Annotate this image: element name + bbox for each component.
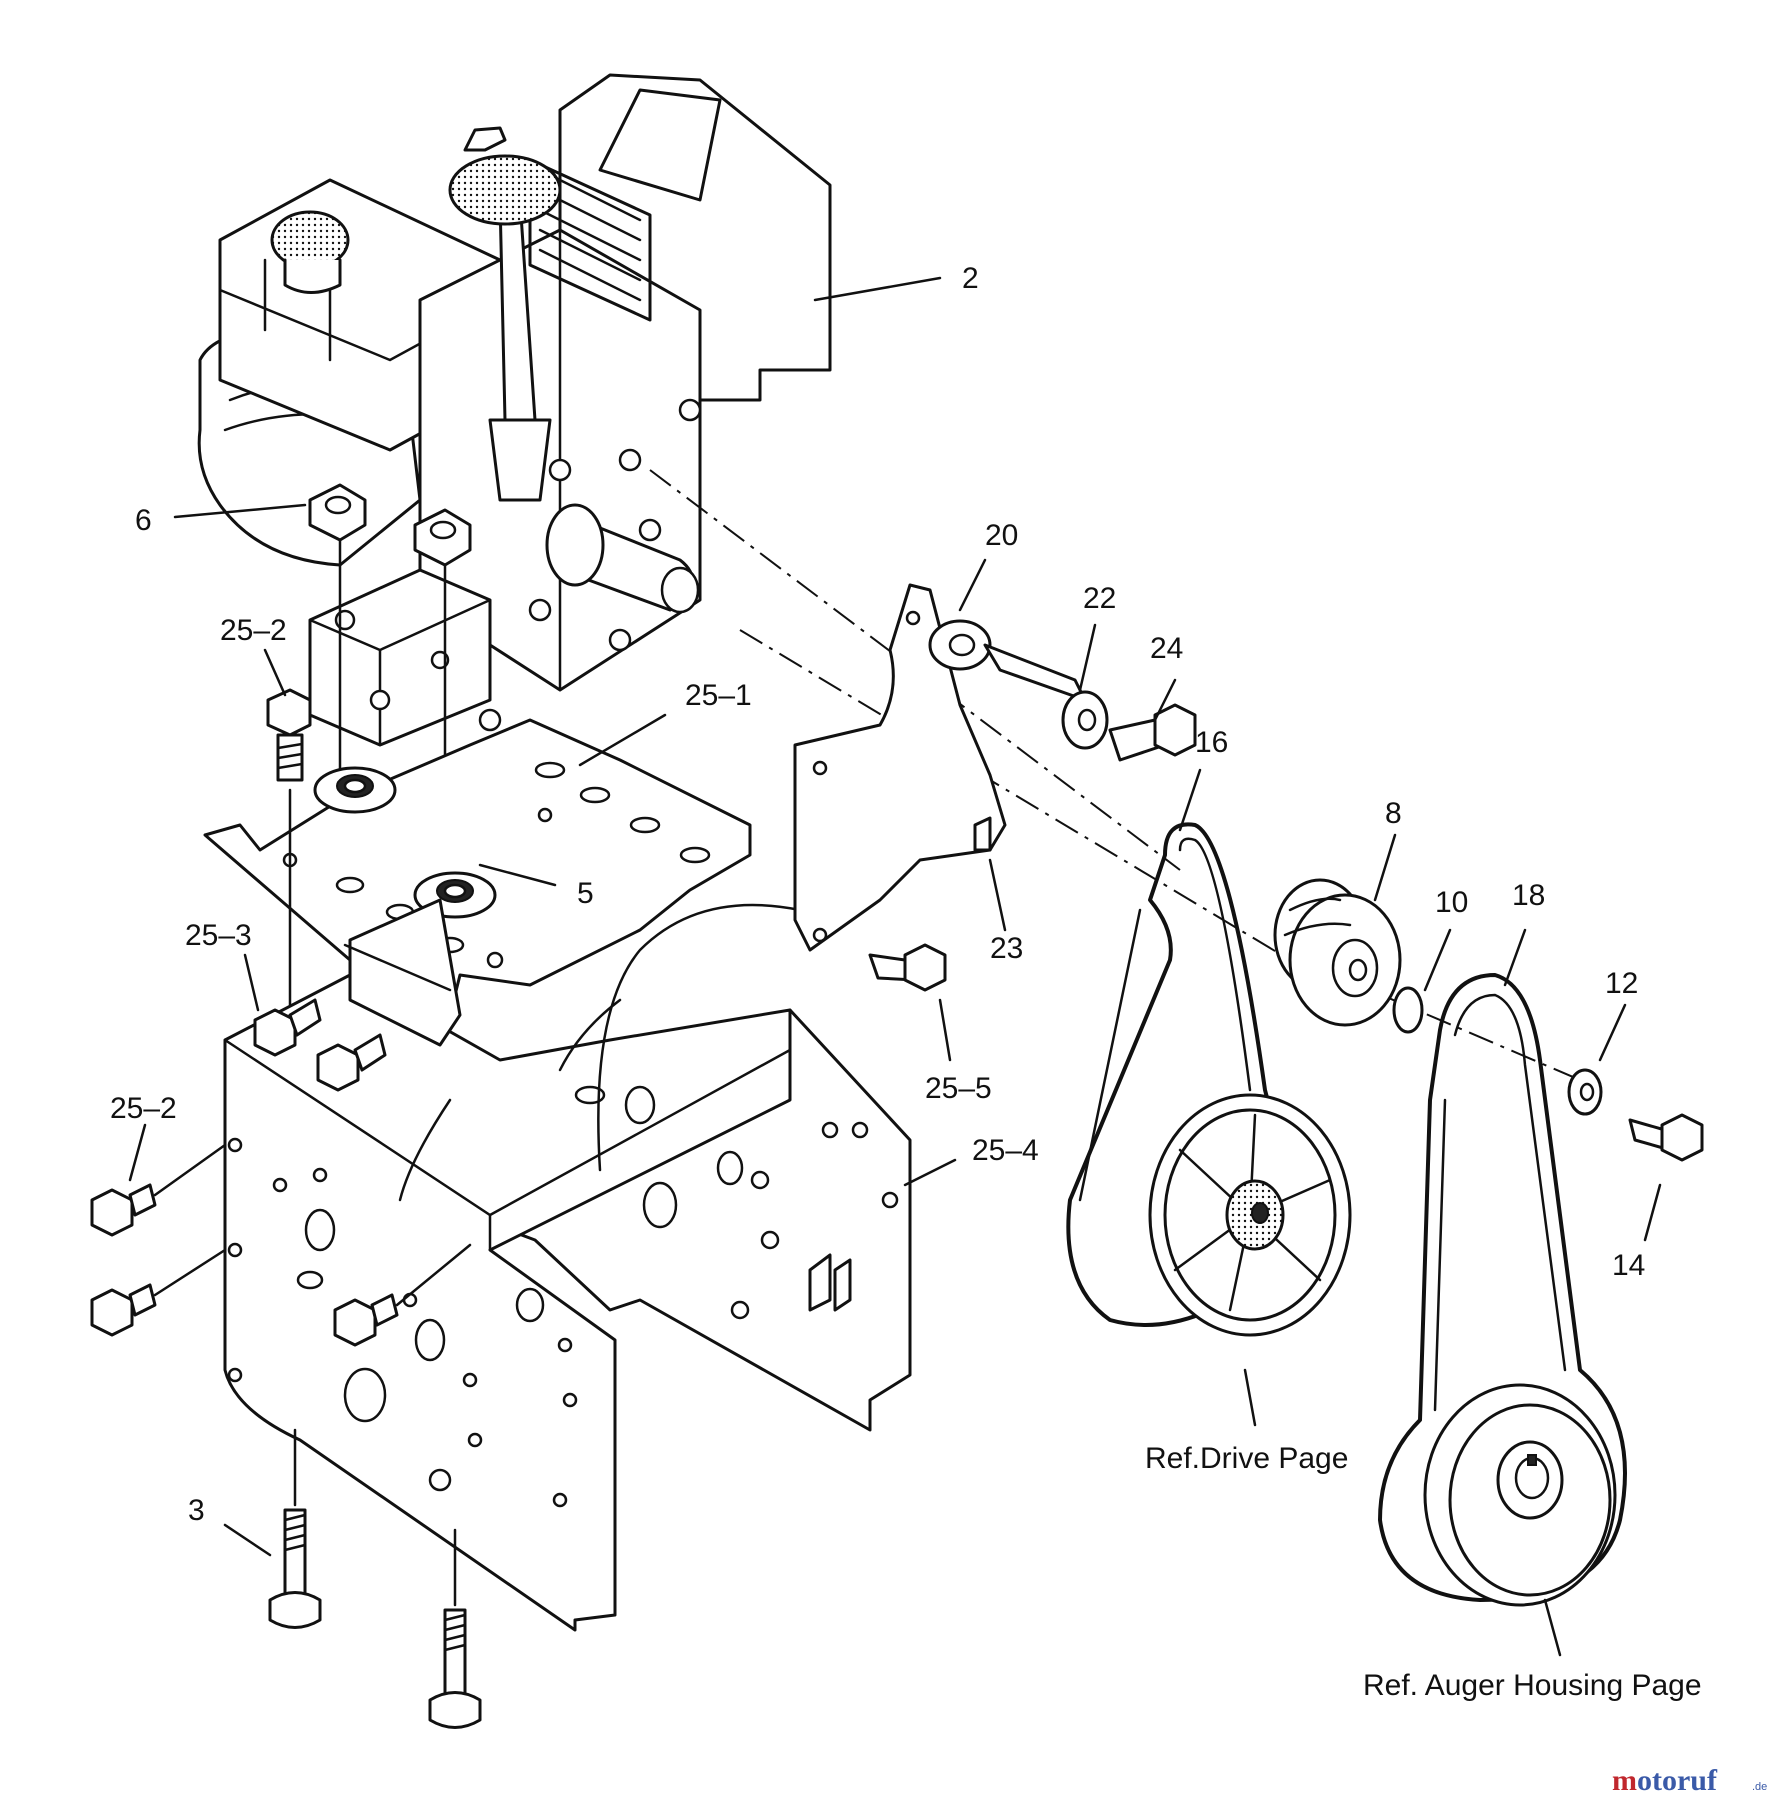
callout-25-4: 25–4 (972, 1134, 1039, 1167)
washer-10 (1392, 986, 1424, 1034)
callout-5: 5 (577, 877, 594, 910)
frame-top-bracket (348, 898, 462, 1047)
callout-25-3: 25–3 (185, 919, 252, 952)
washer-22 (1061, 690, 1109, 750)
callout-20: 20 (985, 519, 1018, 552)
hex-bolt-25-3-a (253, 998, 322, 1057)
leader-lines (128, 276, 1662, 1657)
callout-3: 3 (188, 1494, 205, 1527)
callout-22: 22 (1083, 582, 1116, 615)
auger-belt-18 (1378, 973, 1627, 1602)
watermark-suffix: .de (1752, 1781, 1767, 1793)
idler-arm-22 (983, 643, 1087, 702)
callout-25-2-lower: 25–2 (110, 1092, 177, 1125)
engine-assembly (197, 73, 832, 882)
hex-bolt-24 (1108, 703, 1197, 762)
hex-bolt-25-3-b (316, 1033, 387, 1092)
callout-12: 12 (1605, 967, 1638, 1000)
watermark-logo: motoruf .de (1612, 1764, 1767, 1797)
belt-guide-bracket-23 (793, 583, 1007, 952)
callout-14: 14 (1612, 1249, 1645, 1282)
frame-side-plate-right (493, 1008, 912, 1432)
callout-25-5: 25–5 (925, 1072, 992, 1105)
callout-16: 16 (1195, 726, 1228, 759)
callout-25-2-upper: 25–2 (220, 614, 287, 647)
hex-bolt-25-5 (868, 943, 947, 992)
mounting-nut-left (308, 483, 367, 542)
washer-20 (928, 619, 992, 671)
ref-auger-housing-page: Ref. Auger Housing Page (1363, 1669, 1702, 1702)
svg-text:motoruf: motoruf (1612, 1764, 1718, 1797)
ref-drive-page: Ref.Drive Page (1145, 1442, 1348, 1475)
control-cable (597, 903, 802, 1172)
callout-23: 23 (990, 932, 1023, 965)
watermark-brand-m: m (1612, 1764, 1637, 1797)
hex-bolt-25-2-upper (266, 688, 312, 782)
mounting-nut-right (413, 508, 472, 567)
lock-washer-1 (313, 766, 397, 814)
air-filter-cap (448, 154, 562, 226)
hex-bolt-25-2-lower-b (90, 1283, 157, 1337)
auger-pulley (1423, 1383, 1617, 1607)
long-bolt-3b (428, 1608, 482, 1729)
long-bolt-3a (268, 1508, 322, 1629)
engine-mount-block (308, 568, 492, 747)
callout-labels: 2 6 20 22 24 16 8 10 18 12 14 25–2 25–1 … (110, 262, 1702, 1702)
hex-bolt-front (333, 1293, 399, 1347)
callout-25-1: 25–1 (685, 679, 752, 712)
washer-12 (1567, 1068, 1603, 1116)
callout-10: 10 (1435, 886, 1468, 919)
drive-pulley (1148, 1093, 1352, 1337)
hex-bolt-14 (1628, 1113, 1704, 1162)
callout-8: 8 (1385, 797, 1402, 830)
fuel-cap (270, 210, 350, 270)
hex-bolt-25-2-lower-a (90, 1183, 157, 1237)
callout-6: 6 (135, 504, 152, 537)
callout-18: 18 (1512, 879, 1545, 912)
callout-24: 24 (1150, 632, 1183, 665)
idler-pulley-8 (1273, 878, 1402, 1027)
callout-2: 2 (962, 262, 979, 295)
watermark-brand-rest: otoruf (1637, 1764, 1718, 1797)
